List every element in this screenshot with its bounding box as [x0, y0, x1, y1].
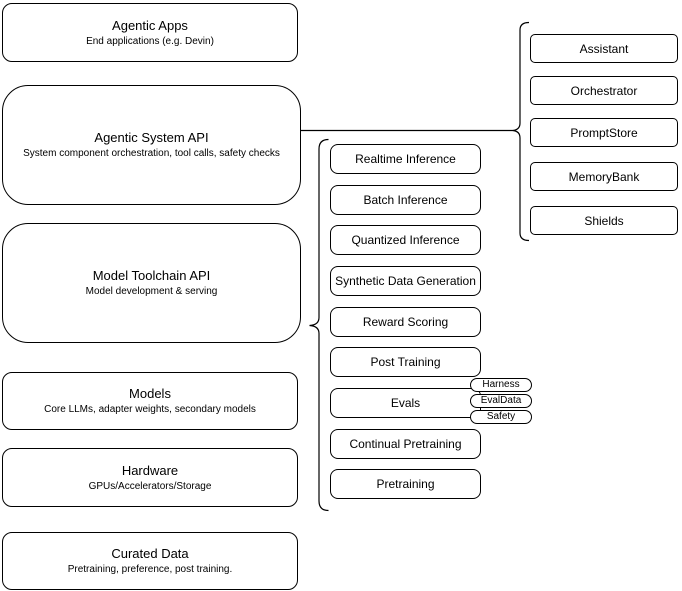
layer-hardware: Hardware GPUs/Accelerators/Storage: [2, 448, 298, 507]
toolchain-item-label: Post Training: [370, 355, 441, 369]
toolchain-item-continual-pretraining: Continual Pretraining: [330, 429, 481, 459]
layer-title: Model Toolchain API: [92, 268, 211, 283]
eval-tag-label: Harness: [482, 379, 520, 390]
system-item-assistant: Assistant: [530, 34, 678, 63]
toolchain-item-batch-inference: Batch Inference: [330, 185, 481, 215]
toolchain-item-evals: Evals: [330, 388, 481, 418]
layer-agentic-system-api: Agentic System API System component orch…: [2, 85, 301, 205]
system-item-shields: Shields: [530, 206, 678, 235]
toolchain-item-quantized-inference: Quantized Inference: [330, 225, 481, 255]
system-item-promptstore: PromptStore: [530, 118, 678, 147]
system-item-label: Orchestrator: [570, 83, 638, 98]
toolchain-item-label: Quantized Inference: [351, 233, 460, 247]
eval-tag-evaldata: EvalData: [470, 394, 532, 408]
layer-subtitle: Model development & serving: [85, 286, 218, 297]
toolchain-item-synthetic-data-generation: Synthetic Data Generation: [330, 266, 481, 296]
toolchain-item-label: Pretraining: [376, 477, 435, 491]
system-item-memorybank: MemoryBank: [530, 162, 678, 191]
toolchain-item-label: Continual Pretraining: [349, 437, 462, 451]
system-item-orchestrator: Orchestrator: [530, 76, 678, 105]
system-item-label: Shields: [584, 213, 624, 228]
layer-curated-data: Curated Data Pretraining, preference, po…: [2, 532, 298, 590]
layer-subtitle: Pretraining, preference, post training.: [67, 564, 233, 575]
toolchain-item-label: Batch Inference: [363, 193, 448, 207]
system-item-label: MemoryBank: [568, 169, 640, 184]
eval-tag-label: Safety: [486, 411, 516, 422]
eval-tag-safety: Safety: [470, 410, 532, 424]
layer-title: Curated Data: [111, 546, 189, 561]
layer-subtitle: GPUs/Accelerators/Storage: [88, 480, 212, 492]
layer-subtitle: End applications (e.g. Devin): [86, 35, 214, 47]
toolchain-brace: [309, 138, 329, 512]
layer-title: Hardware: [121, 462, 179, 478]
system-item-label: PromptStore: [570, 125, 638, 140]
toolchain-item-label: Realtime Inference: [355, 152, 456, 166]
toolchain-item-label: Synthetic Data Generation: [335, 274, 476, 288]
layer-models: Models Core LLMs, adapter weights, secon…: [2, 372, 298, 430]
toolchain-item-pretraining: Pretraining: [330, 469, 481, 499]
layer-title: Agentic System API: [94, 130, 209, 145]
layer-title: Agentic Apps: [112, 17, 188, 33]
eval-tag-label: EvalData: [480, 395, 522, 406]
layer-agentic-apps: Agentic Apps End applications (e.g. Devi…: [2, 3, 298, 62]
toolchain-item-label: Reward Scoring: [362, 315, 449, 329]
toolchain-item-realtime-inference: Realtime Inference: [330, 144, 481, 174]
layer-model-toolchain-api: Model Toolchain API Model development & …: [2, 223, 301, 343]
layer-title: Models: [129, 386, 171, 401]
toolchain-item-label: Evals: [390, 396, 421, 410]
eval-tag-harness: Harness: [470, 378, 532, 392]
toolchain-item-post-training: Post Training: [330, 347, 481, 377]
toolchain-item-reward-scoring: Reward Scoring: [330, 307, 481, 337]
system-item-label: Assistant: [579, 41, 629, 56]
layer-subtitle: Core LLMs, adapter weights, secondary mo…: [44, 404, 256, 415]
system-components-brace: [512, 21, 530, 242]
layer-subtitle: System component orchestration, tool cal…: [23, 148, 280, 159]
